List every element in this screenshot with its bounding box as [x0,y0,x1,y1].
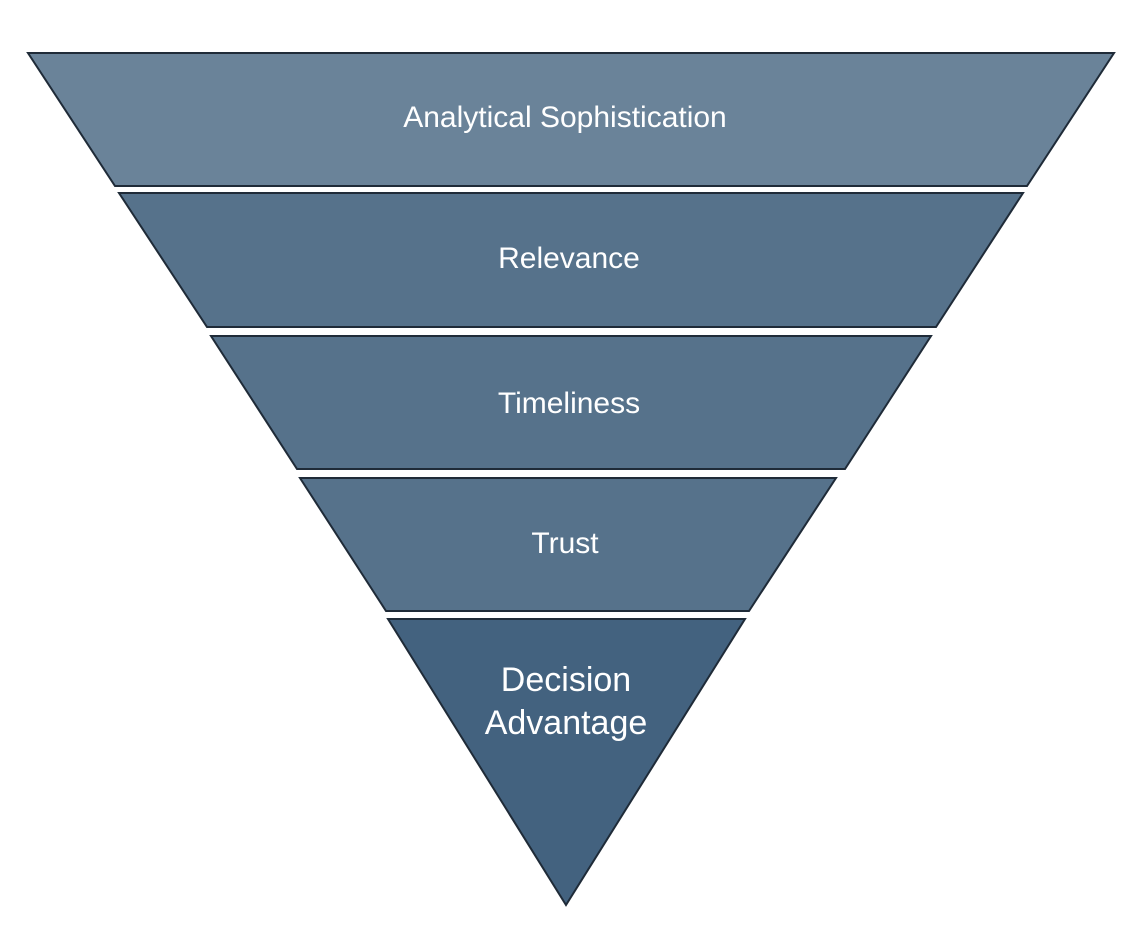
tier-2-label: Relevance [498,242,640,275]
tier-timeliness: Timeliness [209,335,933,470]
tier-decision-advantage: Decision Advantage [386,618,747,907]
tier-relevance: Relevance [117,192,1025,328]
tier-trust: Trust [298,477,838,612]
tier-5-shape [386,618,747,907]
tier-4-label: Trust [531,527,599,560]
tier-4-shape [298,477,838,612]
tier-1-shape [26,52,1116,187]
tier-1-label: Analytical Sophistication [403,101,727,134]
tier-2-shape [117,192,1025,328]
tier-3-shape [209,335,933,470]
tier-3-label: Timeliness [498,387,640,420]
tier-5-label-line-2: Advantage [485,704,648,742]
tier-5-label-line-1: Decision [501,661,631,699]
tier-analytical-sophistication: Analytical Sophistication [26,52,1116,187]
